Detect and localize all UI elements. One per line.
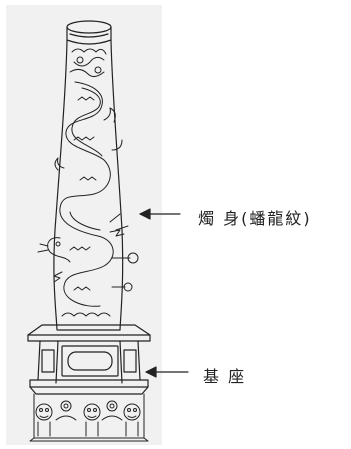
upper-hex-collar: [27, 324, 151, 342]
base-body: [29, 340, 149, 395]
column-top-cap: [66, 20, 112, 45]
label-candle-body: 燭 身(蟠龍紋): [198, 209, 312, 228]
arrow-base: [145, 366, 189, 378]
arrow-body: [139, 208, 181, 220]
base-feet: [29, 393, 149, 442]
label-base: 基 座: [203, 367, 247, 386]
column-shaft: [53, 39, 124, 331]
dragon-ornament: [37, 48, 139, 317]
